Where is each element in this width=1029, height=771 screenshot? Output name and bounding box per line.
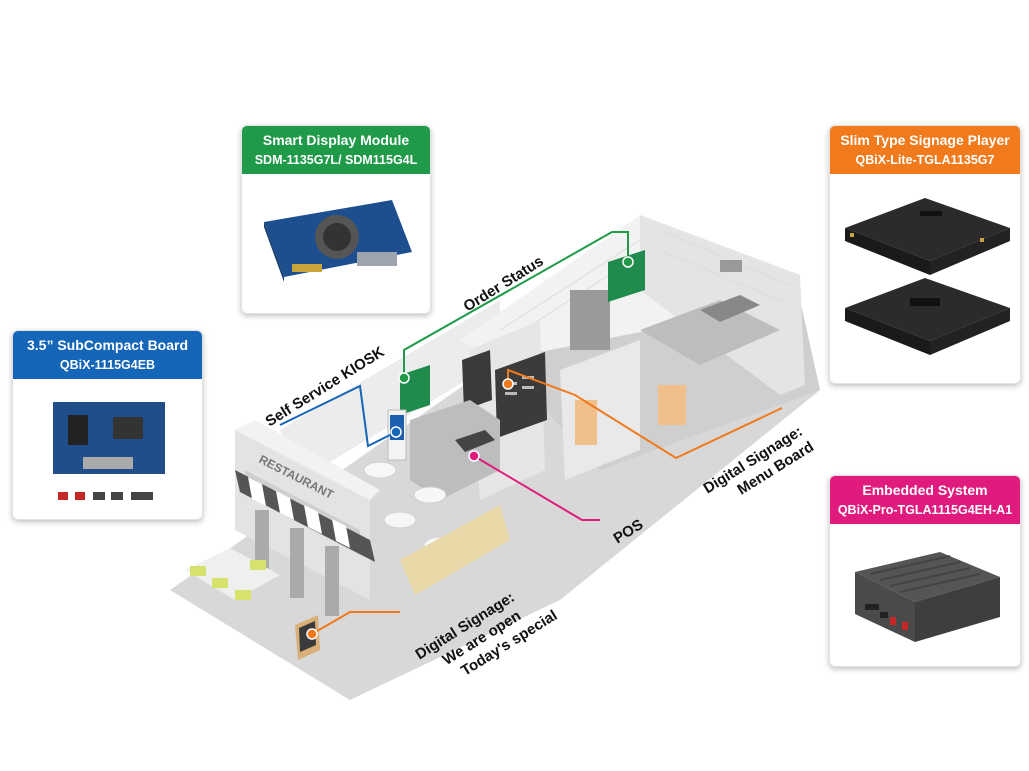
subcompact-header: 3.5” SubCompact Board QBiX-1115G4EB xyxy=(13,331,202,379)
smart-display-model: SDM-1135G7L/ SDM115G4L xyxy=(254,153,418,167)
embedded-image xyxy=(855,552,1000,642)
slim-player-header: Slim Type Signage Player QBiX-Lite-TGLA1… xyxy=(830,126,1020,174)
back-wall-left xyxy=(280,300,500,480)
slim-player-model: QBiX-Lite-TGLA1135G7 xyxy=(855,153,995,167)
slim-player-image xyxy=(845,198,1010,355)
smart-display-image xyxy=(264,200,412,282)
smart-display-card: Smart Display Module SDM-1135G7L/ SDM115… xyxy=(241,125,431,314)
embedded-title: Embedded System xyxy=(862,482,988,498)
embedded-header: Embedded System QBiX-Pro-TGLA1115G4EH-A1 xyxy=(830,476,1020,524)
kiosk-line xyxy=(279,384,397,448)
subcompact-title: 3.5” SubCompact Board xyxy=(26,337,189,353)
subcompact-card: 3.5” SubCompact Board QBiX-1115G4EB xyxy=(12,330,203,520)
smart-display-title: Smart Display Module xyxy=(262,132,410,148)
slim-player-title: Slim Type Signage Player xyxy=(840,132,1010,148)
menu-board-line xyxy=(507,368,783,460)
order-status-line xyxy=(403,231,629,378)
subcompact-image xyxy=(53,402,165,500)
embedded-model: QBiX-Pro-TGLA1115G4EH-A1 xyxy=(837,503,1013,517)
subcompact-model: QBiX-1115G4EB xyxy=(59,358,156,372)
smart-display-header: Smart Display Module SDM-1135G7L/ SDM115… xyxy=(242,126,430,174)
pos-line xyxy=(473,455,600,521)
open-sign-line xyxy=(311,611,400,635)
embedded-card: Embedded System QBiX-Pro-TGLA1115G4EH-A1 xyxy=(829,475,1021,667)
slim-player-card: Slim Type Signage Player QBiX-Lite-TGLA1… xyxy=(829,125,1021,384)
